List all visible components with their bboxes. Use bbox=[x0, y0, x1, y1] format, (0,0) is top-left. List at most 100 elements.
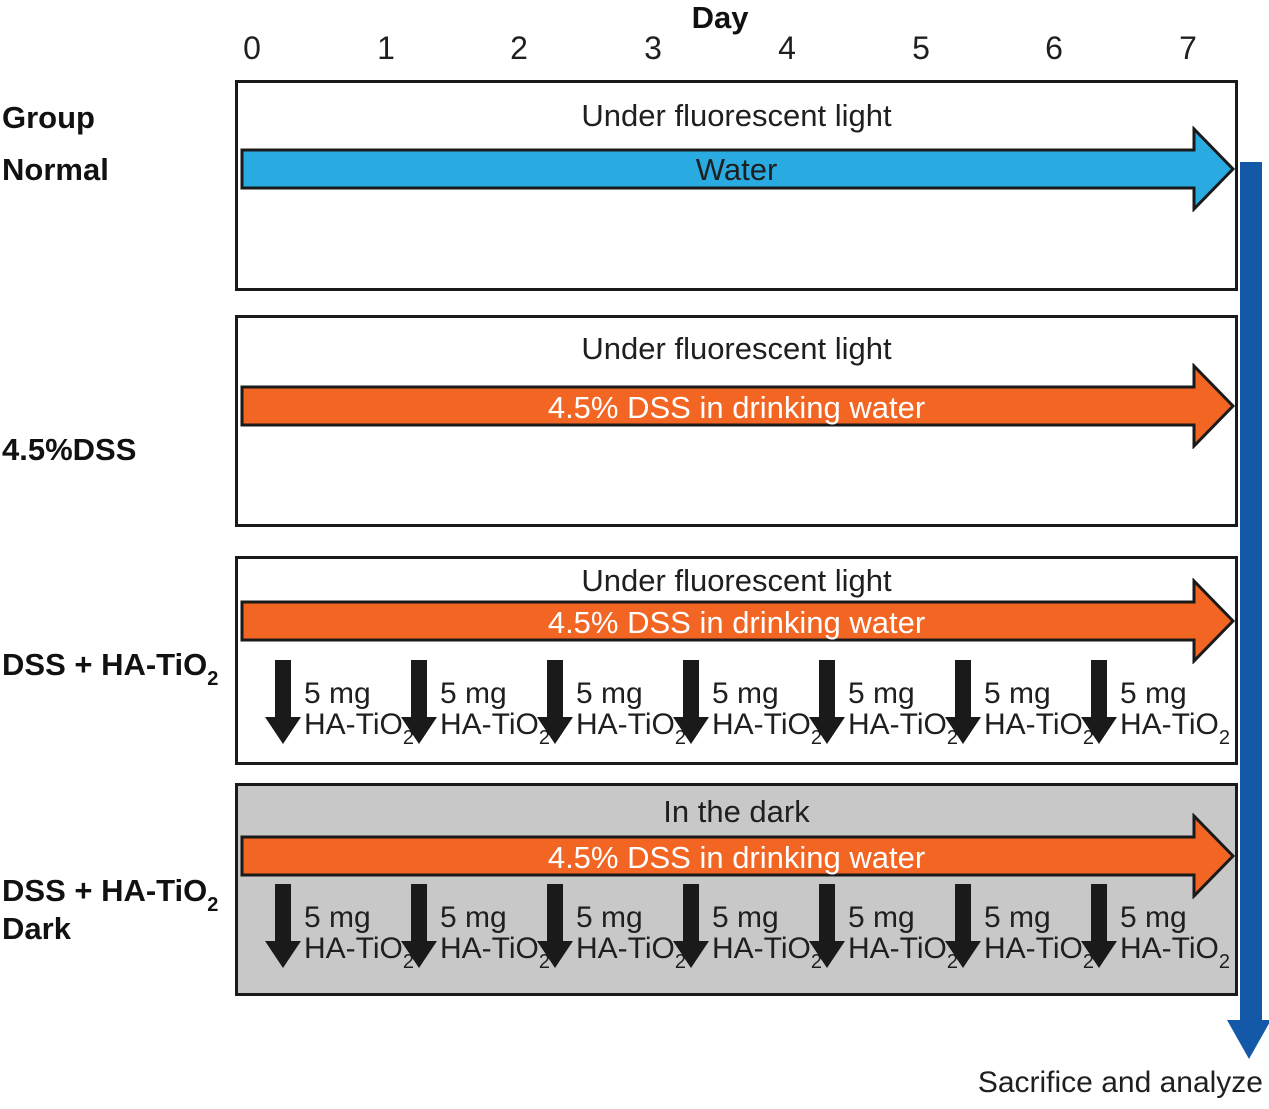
compound-text: HA-TiO bbox=[984, 932, 1083, 965]
injection-arrow-icon bbox=[537, 660, 573, 744]
group-label-dss-hatio2-dark: DSS + HA-TiO2 bbox=[2, 873, 218, 915]
group-label-dss-hatio2: DSS + HA-TiO2 bbox=[2, 647, 218, 689]
compound-subscript: 2 bbox=[402, 727, 415, 749]
condition-label-dss-hatio2: Under fluorescent light bbox=[581, 563, 892, 598]
day-tick-4: 4 bbox=[778, 30, 796, 66]
compound-text: HA-TiO bbox=[848, 708, 947, 741]
compound-subscript: 2 bbox=[402, 951, 415, 973]
dose-text: 5 mg bbox=[440, 677, 507, 710]
dose-text: 5 mg bbox=[576, 677, 643, 710]
water-arrow-label: Water bbox=[695, 152, 778, 187]
injection-arrow-icon bbox=[1081, 884, 1117, 968]
injection-arrow-icon bbox=[809, 884, 845, 968]
compound-subscript: 2 bbox=[810, 951, 823, 973]
compound-text: HA-TiO bbox=[1120, 932, 1219, 965]
injection-arrow-icon bbox=[401, 884, 437, 968]
compound-text: HA-TiO bbox=[440, 708, 539, 741]
outcome-label: Sacrifice and analyze bbox=[977, 1066, 1263, 1099]
dose-text: 5 mg bbox=[576, 901, 643, 934]
compound-text: HA-TiO bbox=[984, 708, 1083, 741]
injection-arrow-icon bbox=[673, 884, 709, 968]
condition-label-normal: Under fluorescent light bbox=[581, 98, 892, 133]
day-tick-5: 5 bbox=[912, 30, 930, 66]
day-tick-1: 1 bbox=[377, 30, 395, 66]
injection-arrow-icon bbox=[945, 884, 981, 968]
injection-arrow-icon bbox=[537, 884, 573, 968]
injection-arrow-icon bbox=[945, 660, 981, 744]
dss-arrow-hatio2-label: 4.5% DSS in drinking water bbox=[547, 605, 926, 640]
compound-subscript: 2 bbox=[674, 727, 687, 749]
compound-subscript: 2 bbox=[946, 951, 959, 973]
dose-text: 5 mg bbox=[440, 901, 507, 934]
group-label-dss-hatio2-dark-text: DSS + HA-TiO bbox=[2, 873, 208, 908]
compound-subscript: 2 bbox=[1082, 951, 1095, 973]
dose-text: 5 mg bbox=[304, 901, 371, 934]
injection-arrow-icon bbox=[809, 660, 845, 744]
dss-arrow-dark-label: 4.5% DSS in drinking water bbox=[547, 840, 926, 875]
compound-text: HA-TiO bbox=[304, 708, 403, 741]
day-tick-3: 3 bbox=[644, 30, 662, 66]
dose-text: 5 mg bbox=[304, 677, 371, 710]
compound-subscript: 2 bbox=[538, 951, 551, 973]
compound-text: HA-TiO bbox=[848, 932, 947, 965]
injection-arrow-icon bbox=[401, 660, 437, 744]
compound-text: HA-TiO bbox=[576, 708, 675, 741]
timeline-end-arrow bbox=[1227, 162, 1269, 1059]
panel-dss-hatio2-dark bbox=[235, 783, 1238, 996]
day-tick-7: 7 bbox=[1179, 30, 1197, 66]
compound-text: HA-TiO bbox=[304, 932, 403, 965]
compound-subscript: 2 bbox=[810, 727, 823, 749]
injection-arrow-icon bbox=[1081, 660, 1117, 744]
compound-subscript: 2 bbox=[674, 951, 687, 973]
compound-text: HA-TiO bbox=[712, 932, 811, 965]
day-axis-title: Day bbox=[691, 0, 749, 35]
condition-label-dss: Under fluorescent light bbox=[581, 331, 892, 366]
group-column-heading: Group bbox=[2, 100, 95, 135]
group-label-dss-hatio2-text: DSS + HA-TiO bbox=[2, 647, 208, 682]
compound-text: HA-TiO bbox=[1120, 708, 1219, 741]
dose-text: 5 mg bbox=[984, 901, 1051, 934]
dose-text: 5 mg bbox=[712, 677, 779, 710]
compound-text: HA-TiO bbox=[576, 932, 675, 965]
dose-text: 5 mg bbox=[712, 901, 779, 934]
compound-text: HA-TiO bbox=[712, 708, 811, 741]
group-label-dark-line: Dark bbox=[2, 911, 71, 946]
group-label-dss: 4.5%DSS bbox=[2, 432, 137, 467]
day-tick-6: 6 bbox=[1045, 30, 1063, 66]
day-tick-2: 2 bbox=[510, 30, 528, 66]
dose-text: 5 mg bbox=[1120, 677, 1187, 710]
group-label-dss-hatio2-dark-subscript: 2 bbox=[207, 894, 219, 916]
injection-arrow-icon bbox=[265, 884, 301, 968]
timeline-end-arrow-shape bbox=[1227, 162, 1269, 1059]
injection-arrow-icon bbox=[265, 660, 301, 744]
dose-text: 5 mg bbox=[1120, 901, 1187, 934]
dss-arrow-label: 4.5% DSS in drinking water bbox=[547, 390, 926, 425]
group-label-normal: Normal bbox=[2, 152, 109, 187]
dose-text: 5 mg bbox=[848, 901, 915, 934]
group-label-dss-hatio2-subscript: 2 bbox=[207, 668, 219, 690]
dose-text: 5 mg bbox=[984, 677, 1051, 710]
panel-dss-hatio2 bbox=[235, 556, 1238, 765]
dose-text: 5 mg bbox=[848, 677, 915, 710]
injection-arrow-icon bbox=[673, 660, 709, 744]
compound-text: HA-TiO bbox=[440, 932, 539, 965]
compound-subscript: 2 bbox=[1082, 727, 1095, 749]
compound-subscript: 2 bbox=[1218, 727, 1231, 749]
compound-subscript: 2 bbox=[1218, 951, 1231, 973]
day-tick-0: 0 bbox=[243, 30, 261, 66]
